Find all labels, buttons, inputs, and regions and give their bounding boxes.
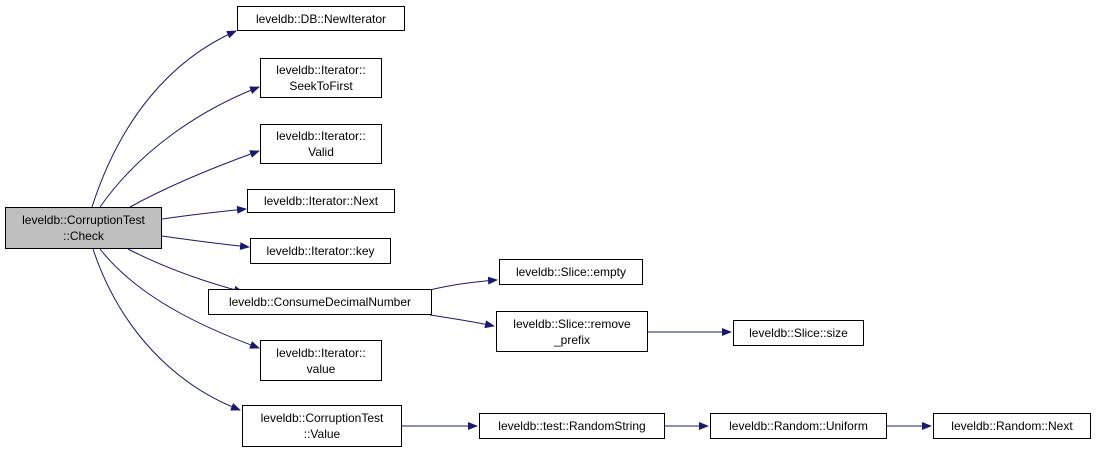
node-slice-removeprefix[interactable]: leveldb::Slice::remove _prefix [496,311,648,352]
node-label-line: value [306,361,336,376]
node-label-line: SeekToFirst [289,79,353,93]
edge-check-to-consume [127,248,244,294]
node-corruptiontest-check[interactable]: leveldb::CorruptionTest ::Check [5,207,162,249]
edge-check-to-corruptionvalue [92,248,241,411]
node-random-uniform[interactable]: leveldb::Random::Uniform [710,413,887,439]
node-label-line: leveldb::Slice::size [749,326,848,340]
node-test-randomstring[interactable]: leveldb::test::RandomString [479,413,665,439]
node-label-line: leveldb::Slice::empty [515,265,627,279]
node-corruptiontest-value[interactable]: leveldb::CorruptionTest ::Value [242,405,402,447]
node-iterator-key[interactable]: leveldb::Iterator::key [250,238,391,264]
node-db-newiterator[interactable]: leveldb::DB::NewIterator [237,6,405,31]
edge-check-to-valid [129,150,260,208]
node-label-line: leveldb::Iterator::key [266,244,375,258]
node-consumedecimalnumber[interactable]: leveldb::ConsumeDecimalNumber [208,289,432,315]
edge-consume-to-empty [429,276,498,291]
node-label-line: ::Check [63,229,104,243]
node-label-line: leveldb::Slice::remove [513,316,631,331]
node-iterator-value[interactable]: leveldb::Iterator:: value [260,340,382,381]
edge-check-to-newiterator [91,30,237,208]
node-label-line: Valid [308,145,334,159]
node-label-line: leveldb::CorruptionTest [22,213,145,227]
node-iterator-valid[interactable]: leveldb::Iterator:: Valid [260,124,382,164]
node-label-line: leveldb::test::RandomString [498,419,646,433]
node-label-line: leveldb::ConsumeDecimalNumber [228,295,412,309]
edge-check-to-seektofirst [99,86,260,208]
node-label-line: leveldb::Iterator:: [276,345,366,360]
node-label-line: leveldb::CorruptionTest [260,411,384,425]
edge-check-to-next [161,205,247,220]
node-random-next[interactable]: leveldb::Random::Next [933,413,1091,439]
node-slice-size[interactable]: leveldb::Slice::size [733,320,864,346]
node-label-line: leveldb::Random::Uniform [729,419,868,433]
node-iterator-seektofirst[interactable]: leveldb::Iterator:: SeekToFirst [260,58,382,98]
edge-check-to-value [99,248,260,349]
node-label-line: leveldb::Random::Next [951,419,1073,433]
node-label-line: leveldb::Iterator:: [276,129,366,143]
node-label-line: ::Value [303,427,341,441]
edge-check-to-key [161,235,250,251]
edge-consume-to-removeprefix [429,314,495,329]
node-label-line: leveldb::Iterator:: [276,63,366,77]
node-iterator-next[interactable]: leveldb::Iterator::Next [247,189,395,213]
node-label-line: _prefix [553,332,591,347]
node-slice-empty[interactable]: leveldb::Slice::empty [499,259,643,285]
node-label-line: leveldb::Iterator::Next [263,194,379,208]
node-label-line: leveldb::DB::NewIterator [255,11,387,26]
